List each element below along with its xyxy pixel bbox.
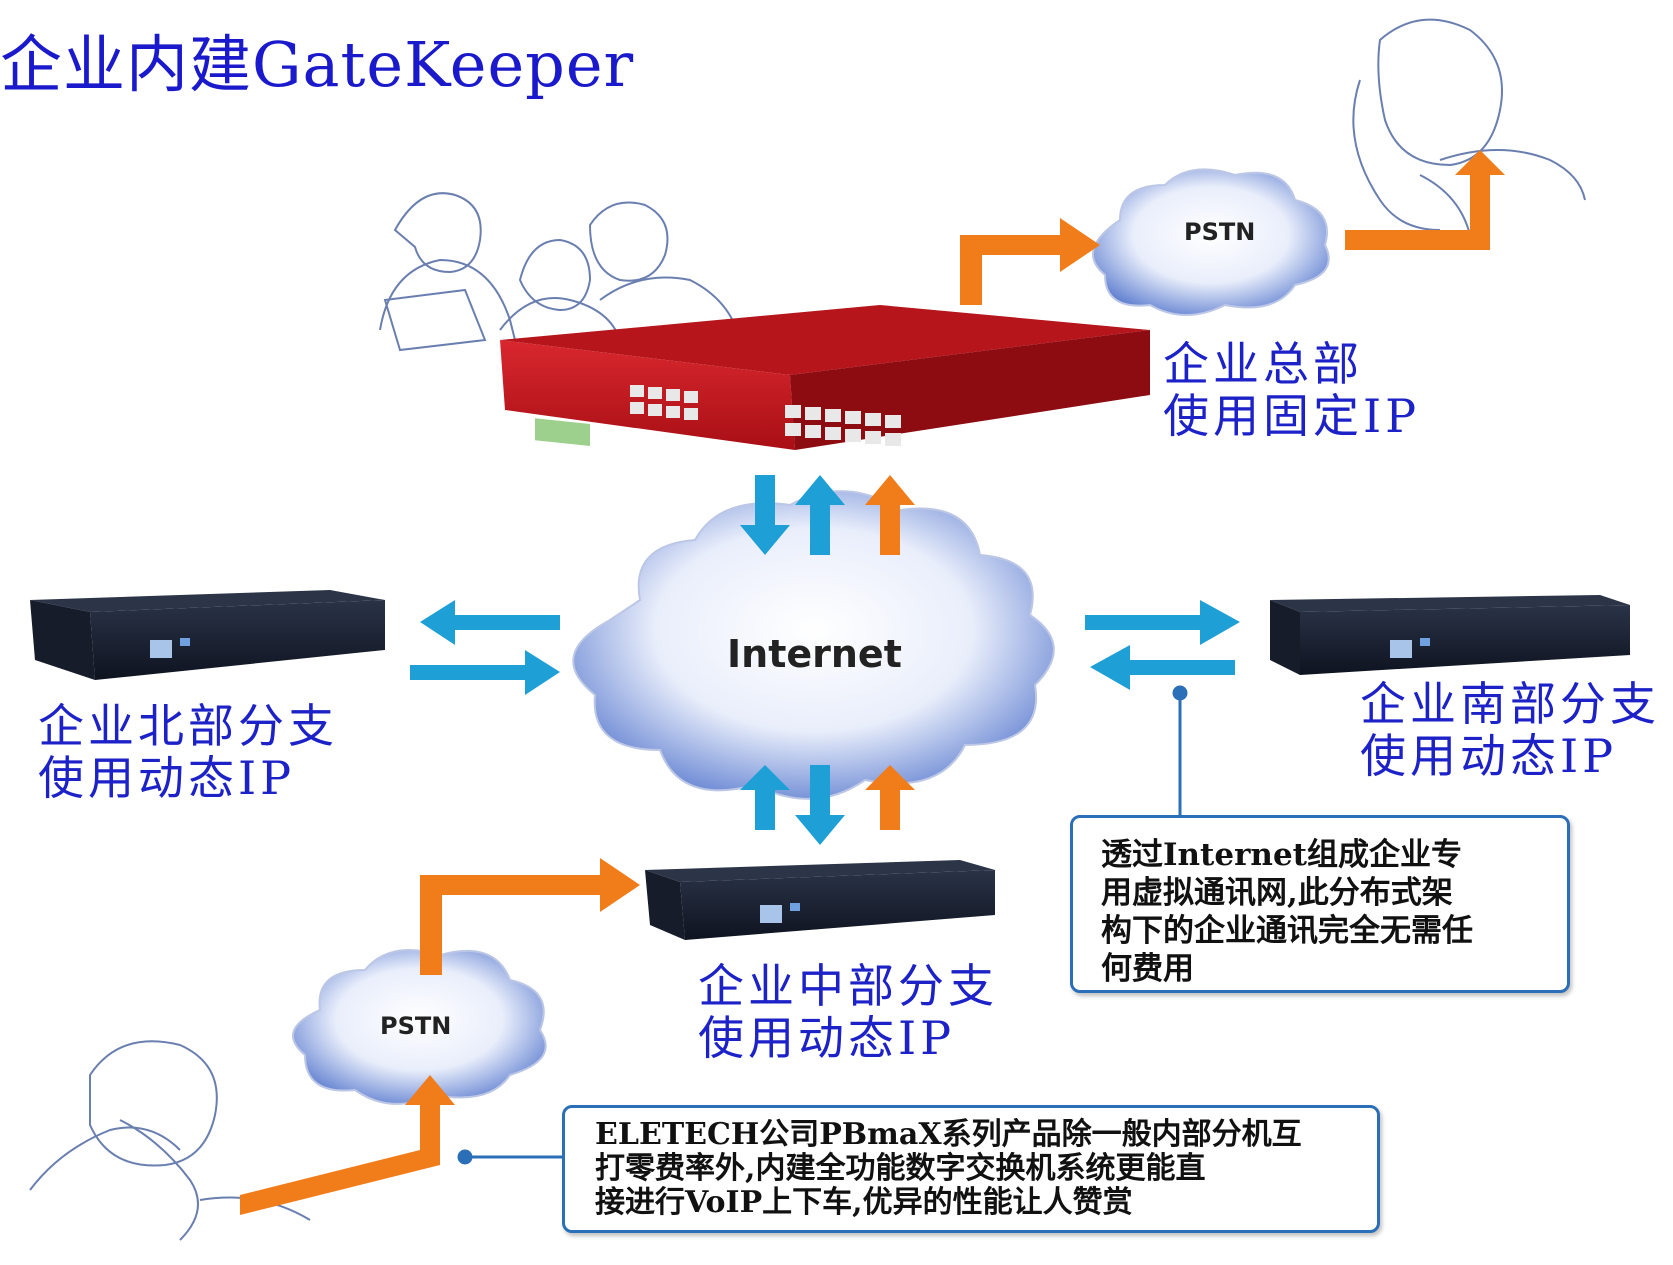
- man-on-phone-illustration: [29, 1040, 311, 1241]
- page-title: 企业内建GateKeeper: [0, 28, 635, 101]
- south-site-label: 企业南部分支 使用动态IP: [1360, 678, 1660, 782]
- man-to-pstn-arrow: [240, 1075, 455, 1215]
- vpn-note-line-1: 透过Internet组成企业专: [1101, 837, 1462, 873]
- central-up-arrow: [740, 765, 790, 830]
- central-site-label: 企业中部分支 使用动态IP: [698, 960, 998, 1064]
- hq-down-arrow: [740, 475, 790, 555]
- eletech-note-line-2: 打零费率外,内建全功能数字交换机系统更能直: [595, 1151, 1206, 1186]
- north-site-ip: 使用动态IP: [38, 751, 296, 805]
- eletech-note: ELETECH公司PBmaX系列产品除一般内部分机互 打零费率外,内建全功能数字…: [562, 1105, 1380, 1233]
- hq-site-name: 企业总部: [1163, 337, 1363, 391]
- hq-to-pstn-arrow: [960, 218, 1100, 305]
- hq-site-ip: 使用固定IP: [1163, 389, 1421, 443]
- vpn-note: 透过Internet组成企业专 用虚拟通讯网,此分布式架 构下的企业通讯完全无需…: [1070, 815, 1570, 993]
- hq-site-label: 企业总部 使用固定IP: [1163, 338, 1420, 442]
- north-site-label: 企业北部分支 使用动态IP: [38, 700, 338, 804]
- south-right-arrow: [1085, 600, 1240, 645]
- hq-gatekeeper-device: [500, 305, 1150, 450]
- internet-label: Internet: [727, 632, 902, 676]
- blue-arrows: [410, 475, 1240, 845]
- internet-cloud: [572, 490, 1055, 800]
- north-left-arrow: [420, 600, 560, 645]
- pstn-top-label: PSTN: [1184, 218, 1256, 246]
- pstn-bottom-label: PSTN: [380, 1012, 452, 1040]
- callout-leaders: [457, 685, 1188, 1165]
- orange-arrows: [240, 150, 1505, 1215]
- south-site-ip: 使用动态IP: [1360, 729, 1618, 783]
- hq-orange-up-arrow: [865, 475, 915, 555]
- pstn-cloud-bottom: [292, 949, 547, 1105]
- central-branch-device: [645, 860, 995, 940]
- central-site-name: 企业中部分支: [698, 959, 998, 1013]
- vpn-note-line-4: 何费用: [1101, 951, 1194, 987]
- woman-on-phone-illustration: [1352, 18, 1586, 236]
- pstn-cloud-top: [1092, 168, 1330, 316]
- vpn-note-line-3: 构下的企业通讯完全无需任: [1101, 913, 1473, 949]
- north-site-name: 企业北部分支: [38, 699, 338, 753]
- north-branch-device: [30, 590, 385, 680]
- hq-up-arrow: [795, 475, 845, 555]
- eletech-note-line-3: 接进行VoIP上下车,优异的性能让人赞赏: [595, 1185, 1133, 1220]
- pstn-to-central-arrow: [420, 858, 640, 975]
- eletech-note-line-1: ELETECH公司PBmaX系列产品除一般内部分机互: [595, 1117, 1302, 1152]
- south-branch-device: [1270, 595, 1630, 675]
- south-left-arrow: [1090, 645, 1235, 690]
- north-right-arrow: [410, 650, 560, 695]
- central-down-arrow: [795, 765, 845, 845]
- central-orange-up-arrow: [865, 765, 915, 830]
- south-site-name: 企业南部分支: [1360, 677, 1660, 731]
- pstn-to-woman-arrow: [1345, 150, 1505, 250]
- business-people-illustration: [379, 192, 741, 361]
- central-site-ip: 使用动态IP: [698, 1011, 956, 1065]
- vpn-note-line-2: 用虚拟通讯网,此分布式架: [1101, 875, 1453, 911]
